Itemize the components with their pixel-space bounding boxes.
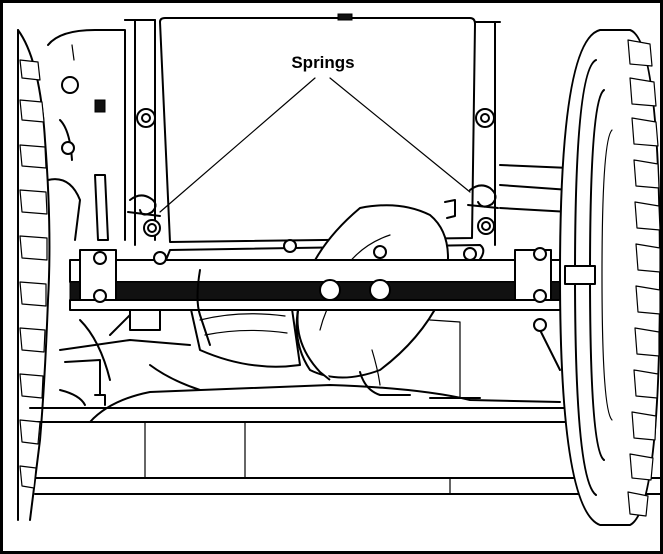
- springs-leader-lines: [159, 77, 471, 213]
- left-frame-plate: [47, 29, 126, 241]
- left-tire: [17, 29, 51, 521]
- right-spring: [444, 184, 499, 235]
- left-spring: [127, 194, 161, 237]
- lower-linkage: [59, 269, 561, 406]
- base-frame: [29, 384, 661, 495]
- rear-axle: [69, 239, 601, 311]
- right-tire: [559, 29, 661, 526]
- center-housing-plate: [136, 13, 495, 243]
- right-frame-rails: [474, 21, 571, 246]
- springs-callout-label: Springs: [291, 53, 354, 72]
- transaxle-housing: [159, 204, 485, 399]
